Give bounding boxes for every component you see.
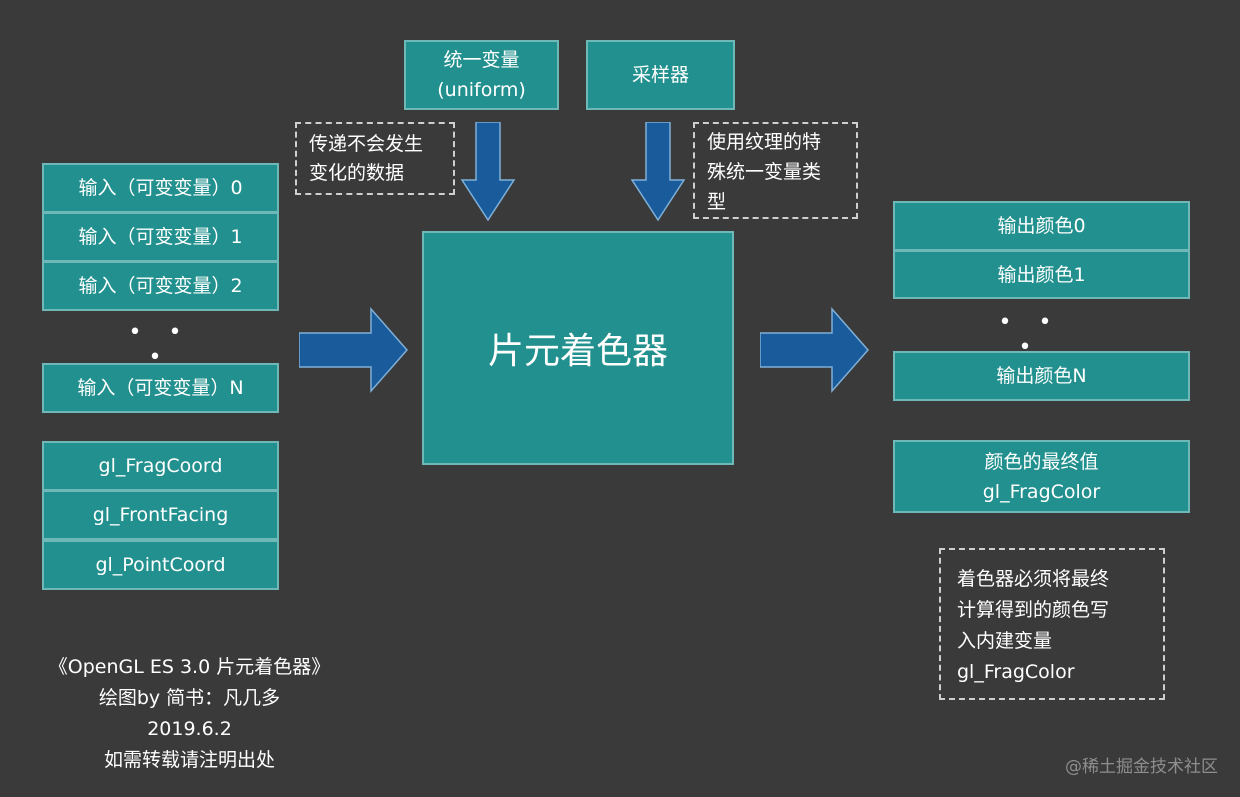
- output-note-line: gl_FragColor: [957, 661, 1075, 683]
- sampler-note-line: 使用纹理的特: [707, 131, 822, 153]
- output-note-line: 入内建变量: [957, 630, 1053, 652]
- final-color-variable: gl_FragColor: [982, 480, 1101, 503]
- output-note-line: 着色器必须将最终: [957, 568, 1110, 590]
- input-varying-n: 输入（可变变量）N: [42, 363, 279, 413]
- input-label: 输入（可变变量）1: [78, 226, 243, 248]
- sampler-down-arrow: [630, 122, 686, 222]
- sampler-label: 采样器: [631, 64, 689, 86]
- credits-author: 绘图by 简书：凡几多: [98, 687, 281, 709]
- uniform-note-line: 变化的数据: [309, 162, 405, 184]
- builtin-point-coord: gl_PointCoord: [42, 540, 279, 590]
- uniform-note: 传递不会发生 变化的数据: [295, 122, 455, 195]
- input-label: 输入（可变变量）N: [77, 377, 244, 399]
- uniform-note-line: 传递不会发生: [309, 133, 424, 155]
- builtin-front-facing: gl_FrontFacing: [42, 490, 279, 540]
- sampler-box: 采样器: [586, 40, 735, 110]
- uniform-sublabel: (uniform): [437, 79, 526, 101]
- builtin-label: gl_FragCoord: [98, 455, 223, 477]
- final-color-box: 颜色的最终值 gl_FragColor: [893, 440, 1190, 513]
- uniform-down-arrow: [460, 122, 516, 222]
- input-varying-0: 输入（可变变量）0: [42, 163, 279, 213]
- output-color-1: 输出颜色1: [893, 250, 1190, 299]
- builtin-label: gl_PointCoord: [95, 554, 226, 576]
- output-label: 输出颜色1: [997, 263, 1086, 286]
- output-color-n: 输出颜色N: [893, 351, 1190, 401]
- output-label: 输出颜色0: [997, 215, 1086, 237]
- watermark: @稀土掘金技术社区: [1065, 757, 1218, 777]
- sampler-note: 使用纹理的特 殊统一变量类 型: [693, 122, 858, 219]
- builtin-frag-coord: gl_FragCoord: [42, 441, 279, 491]
- final-color-label: 颜色的最终值: [984, 450, 1099, 473]
- input-right-arrow: [299, 307, 408, 393]
- input-varying-2: 输入（可变变量）2: [42, 261, 279, 311]
- credits-title: 《OpenGL ES 3.0 片元着色器》: [48, 656, 331, 678]
- sampler-note-line: 殊统一变量类: [707, 161, 822, 183]
- input-label: 输入（可变变量）0: [78, 177, 243, 199]
- builtin-label: gl_FrontFacing: [92, 504, 229, 526]
- fragment-shader-box: 片元着色器: [422, 231, 734, 465]
- fragment-shader-label: 片元着色器: [487, 331, 668, 372]
- credits-notice: 如需转载请注明出处: [103, 749, 275, 771]
- sampler-note-line: 型: [707, 191, 727, 213]
- output-note-line: 计算得到的颜色写: [957, 599, 1110, 621]
- input-varying-1: 输入（可变变量）1: [42, 212, 279, 262]
- credits-date: 2019.6.2: [147, 718, 232, 740]
- credits-block: 《OpenGL ES 3.0 片元着色器》 绘图by 简书：凡几多 2019.6…: [12, 652, 367, 776]
- output-label: 输出颜色N: [996, 365, 1087, 387]
- input-label: 输入（可变变量）2: [78, 275, 243, 297]
- output-color-0: 输出颜色0: [893, 201, 1190, 251]
- output-note: 着色器必须将最终 计算得到的颜色写 入内建变量 gl_FragColor: [939, 548, 1165, 700]
- uniform-box: 统一变量 (uniform): [404, 40, 559, 110]
- output-right-arrow: [760, 307, 869, 393]
- uniform-label: 统一变量: [443, 49, 520, 71]
